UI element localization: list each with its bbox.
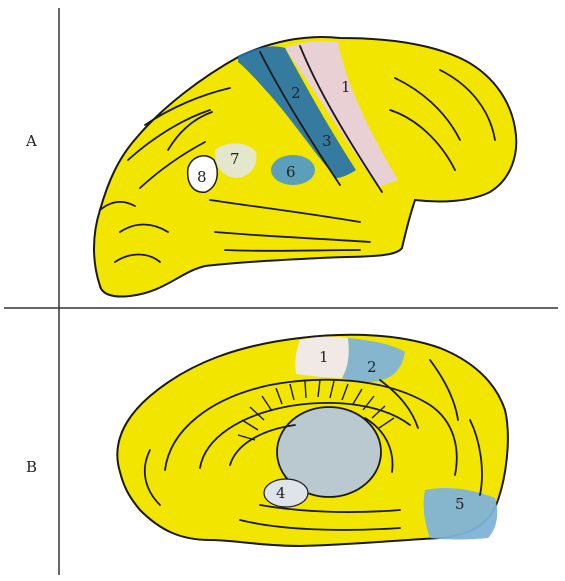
lateral-label-6: 6 — [286, 163, 296, 181]
lateral-brain: 1 2 3 6 7 8 — [94, 37, 516, 297]
medial-label-4: 4 — [276, 484, 286, 502]
lateral-label-2: 2 — [291, 84, 301, 102]
panel-label-a: A — [25, 132, 37, 150]
medial-label-2: 2 — [367, 358, 377, 376]
medial-region-4 — [264, 479, 308, 507]
lateral-label-1: 1 — [341, 78, 351, 96]
medial-label-1: 1 — [319, 348, 329, 366]
lateral-label-8: 8 — [197, 168, 207, 186]
lateral-label-3: 3 — [322, 132, 332, 150]
panel-label-b: B — [26, 458, 37, 476]
lateral-label-7: 7 — [230, 150, 240, 168]
medial-brain: 1 2 4 5 — [117, 335, 508, 546]
medial-label-5: 5 — [455, 495, 465, 513]
